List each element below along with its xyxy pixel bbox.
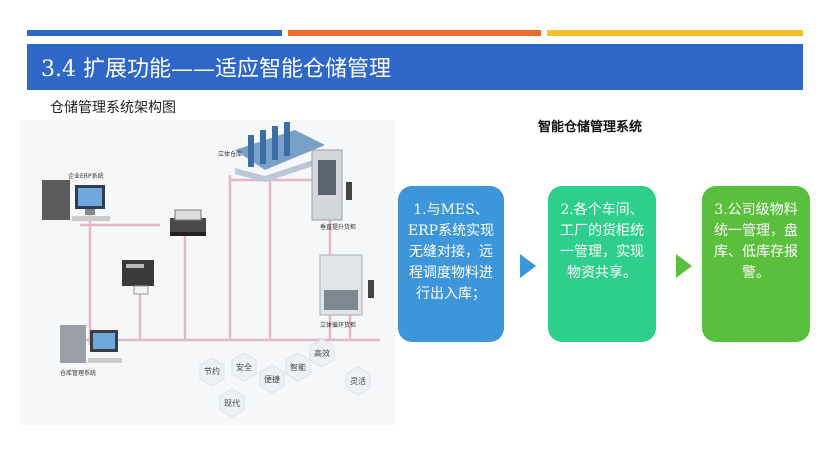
- hexagon-jieyue: 节约: [199, 357, 225, 387]
- svg-text:高效: 高效: [314, 348, 330, 358]
- feature-hexagons: 节约 安全 便捷 智能 高效 灵活 现代: [199, 338, 371, 418]
- svg-text:安全: 安全: [236, 362, 252, 372]
- arrow-right-icon: [676, 254, 692, 278]
- printer-icon: [170, 209, 206, 236]
- top-bar-blue: [27, 30, 282, 36]
- arrow-right-icon: [520, 254, 536, 278]
- hexagon-xiandai: 现代: [219, 388, 245, 418]
- erp-computer-icon: [42, 180, 110, 221]
- system-title: 智能仓储管理系统: [537, 120, 642, 135]
- hexagon-linghuo: 灵活: [345, 366, 371, 396]
- label-vertical-cycle: 立体循环货柜: [320, 321, 356, 329]
- step-text-1: 1.与MES、ERP系统实现无缝对接，远程调度物料进行出入库；: [407, 202, 495, 302]
- svg-text:便捷: 便捷: [264, 374, 280, 384]
- slide-title-banner: 3.4 扩展功能——适应智能仓储管理: [27, 44, 803, 90]
- step-box-3: 3.公司级物料统一管理，盘库、低库存报警。: [702, 186, 810, 342]
- label-stereo-warehouse: 立体仓库: [218, 150, 242, 158]
- hexagon-zhineng: 智能: [285, 352, 311, 382]
- svg-text:现代: 现代: [224, 398, 240, 408]
- diagram-title: 仓储管理系统架构图: [50, 100, 176, 116]
- vertical-cycle-cabinet-icon: [319, 254, 374, 316]
- svg-text:智能: 智能: [290, 362, 306, 372]
- wms-computer-icon: [60, 325, 122, 363]
- step-box-2: 2.各个车间、工厂的货柜统一管理，实现物资共享。: [548, 186, 656, 342]
- hexagon-anquan: 安全: [231, 352, 257, 382]
- step-text-2: 2.各个车间、工厂的货柜统一管理，实现物资共享。: [560, 202, 644, 281]
- hexagon-gaoxiao: 高效: [309, 338, 335, 368]
- slide-title: 3.4 扩展功能——适应智能仓储管理: [41, 57, 391, 82]
- label-erp: 企业ERP系统: [68, 172, 104, 180]
- svg-text:灵活: 灵活: [350, 376, 366, 386]
- top-bar-orange: [288, 30, 541, 36]
- vertical-lift-cabinet-icon: [311, 149, 352, 221]
- svg-text:节约: 节约: [204, 366, 220, 376]
- stereo-warehouse-icon: [235, 122, 325, 182]
- warehouse-architecture-diagram: 企业ERP系统 立体仓库 垂直提升货柜 立体循环货柜: [20, 120, 395, 425]
- label-wms: 仓库管理系统: [60, 369, 96, 377]
- hexagon-bianjie: 便捷: [259, 364, 285, 394]
- label-printer-icon: [122, 260, 154, 295]
- top-bar-yellow: [547, 30, 803, 36]
- step-box-1: 1.与MES、ERP系统实现无缝对接，远程调度物料进行出入库；: [398, 186, 504, 342]
- step-text-3: 3.公司级物料统一管理，盘库、低库存报警。: [714, 202, 798, 281]
- label-vertical-lift: 垂直提升货柜: [320, 223, 356, 231]
